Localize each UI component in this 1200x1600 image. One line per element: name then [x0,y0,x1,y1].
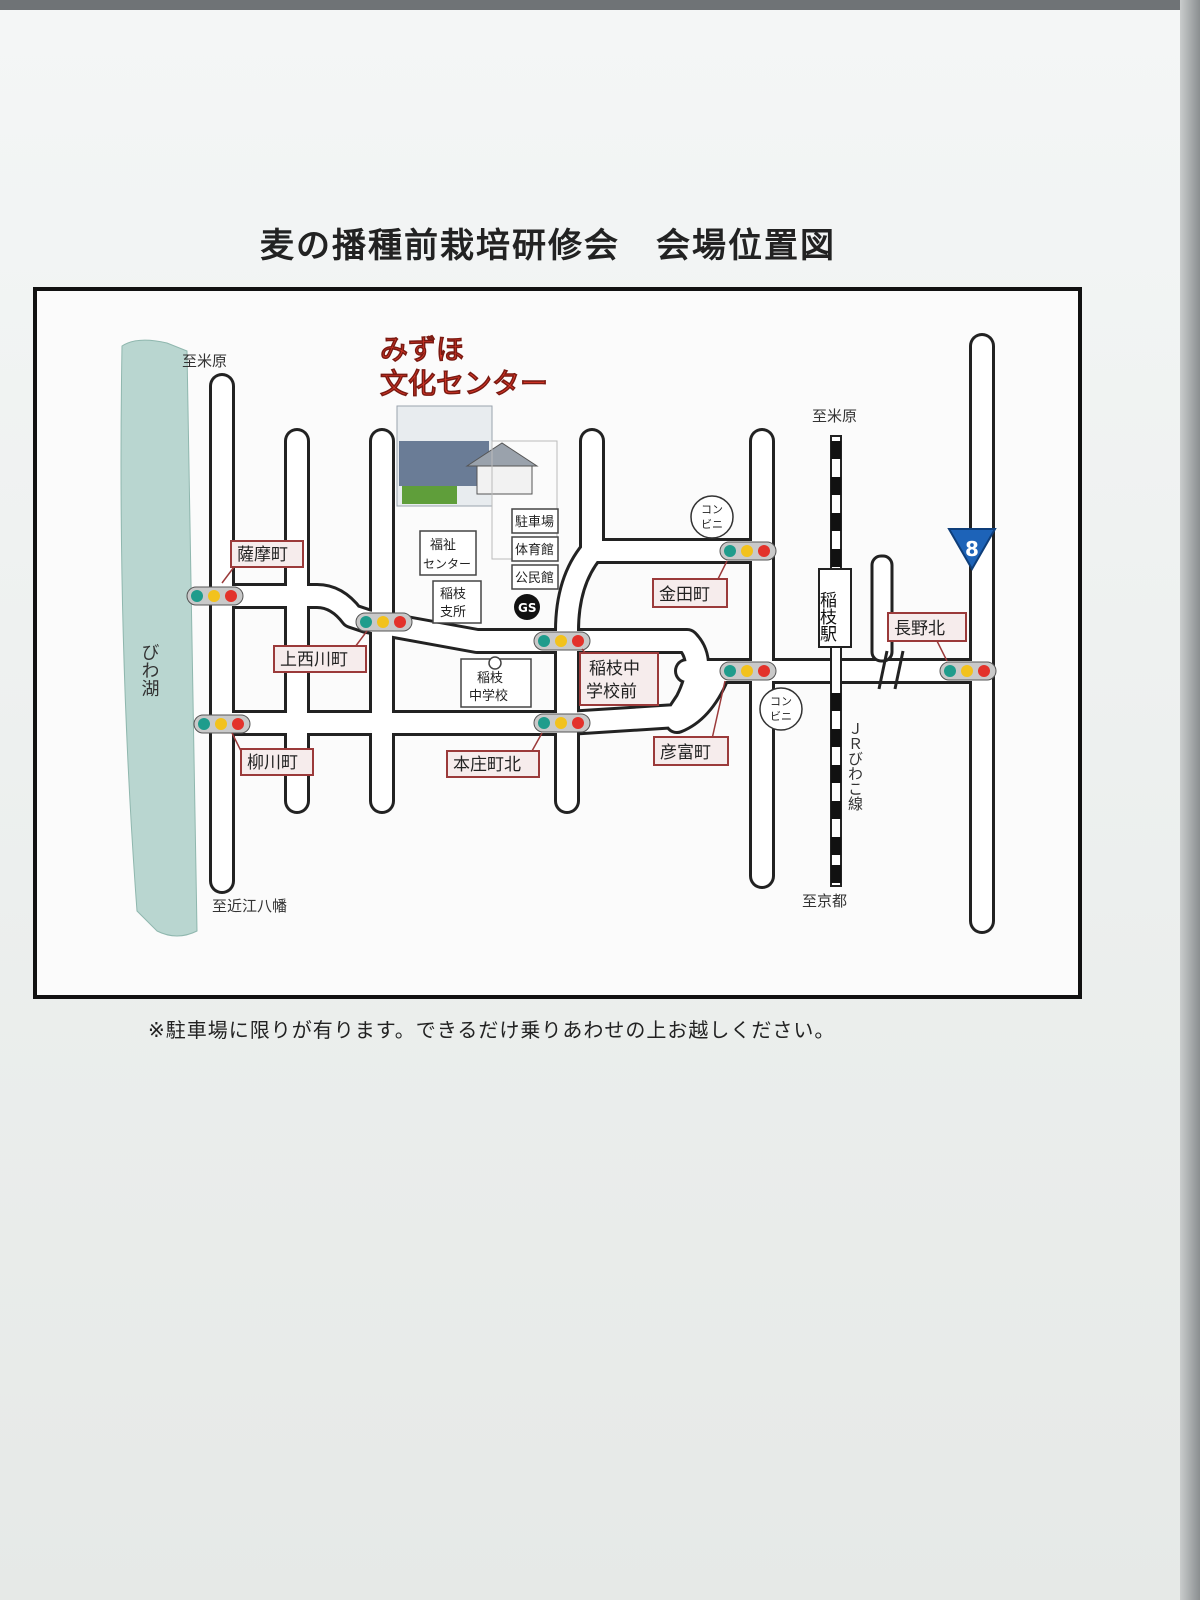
svg-text:上西川町: 上西川町 [280,650,348,670]
direction-west-north: 至米原 [182,352,227,370]
page-title: 麦の播種前栽培研修会 会場位置図 [260,226,836,266]
monitor-bezel-top [0,0,1200,10]
direction-rail-north: 至米原 [812,407,857,425]
intersection-label-yanagawa: 柳川町 [231,732,314,776]
venue-name-line1: みずほ [380,333,464,366]
svg-text:コン: コン [770,695,792,708]
station-building [818,568,852,648]
venue-name-line2: 文化センター [380,367,548,400]
svg-text:GS: GS [518,601,537,615]
intersection-label-kaminishikawa: 上西川町 [273,630,368,673]
lake-label: びわ湖 [139,643,160,697]
traffic-signal [355,612,413,632]
traffic-signal [533,713,591,733]
svg-text:駐車場: 駐車場 [515,515,554,530]
svg-text:稲枝中: 稲枝中 [589,659,640,679]
svg-text:薩摩町: 薩摩町 [237,545,288,565]
traffic-signal [719,661,777,681]
road-break-mark [877,650,889,690]
intersection-label-satsuma: 薩摩町 [221,540,304,584]
svg-text:柳川町: 柳川町 [247,753,298,773]
svg-text:彦富町: 彦富町 [660,743,711,763]
svg-text:長野北: 長野北 [894,619,945,639]
intersection-label-inae-chugakkomae: 稲枝中 学校前 [579,648,659,706]
svg-text:中学校: 中学校 [469,688,508,704]
svg-text:公民館: 公民館 [515,571,554,586]
station-label: 稲枝駅 [816,591,837,642]
intersection-label-honjo-kita: 本庄町北 [446,732,543,778]
svg-text:コン: コン [701,503,723,516]
facility-school: 稲枝 中学校 [460,656,532,708]
rail-line-label: ＪＲびわこ線 [846,721,864,811]
intersection-label-hikotomi: 彦富町 [653,680,729,766]
direction-rail-south: 至京都 [802,892,847,910]
svg-text:福祉: 福祉 [430,538,456,553]
facility-parking: 駐車場 [511,508,559,534]
map-frame: びわ湖 [33,287,1082,999]
direction-west-south: 至近江八幡 [212,897,287,915]
svg-text:稲枝: 稲枝 [477,671,503,686]
traffic-signal [939,661,997,681]
railway-line [830,435,842,887]
station-side-road [870,554,894,663]
convenience-store-south: コン ビニ [759,687,803,731]
svg-text:ビニ: ビニ [701,518,723,531]
gas-station-icon: GS [514,594,540,620]
road-break-mark [893,650,905,690]
facility-gym: 体育館 [511,536,559,562]
svg-text:稲枝: 稲枝 [440,587,466,602]
traffic-signal [193,714,251,734]
traffic-signal [533,631,591,651]
svg-text:本庄町北: 本庄町北 [453,755,521,775]
road-network [209,333,995,934]
route-shield-icon [947,528,997,572]
venue-map: びわ湖 [120,333,997,937]
facility-shisho: 稲枝 支所 [432,580,482,624]
convenience-store-north: コン ビニ [690,495,734,539]
svg-text:支所: 支所 [440,605,466,620]
svg-text:学校前: 学校前 [586,682,637,702]
traffic-signal [719,541,777,561]
monitor-bezel-right [1180,0,1200,1600]
svg-text:金田町: 金田町 [659,585,710,605]
lake-biwa [120,339,198,937]
route-number: 8 [965,537,979,561]
svg-text:センター: センター [423,557,471,571]
facility-community-hall: 公民館 [511,564,559,590]
intersection-label-kanada: 金田町 [652,560,728,608]
facility-fukushi: 福祉 センター [419,530,477,576]
svg-text:体育館: 体育館 [515,542,554,558]
venue-building-icon [396,405,558,560]
traffic-signal [186,586,244,606]
intersection-label-nagano-kita: 長野北 [887,612,967,662]
svg-text:ビニ: ビニ [770,710,792,723]
parking-note: ※駐車場に限りが有ります。できるだけ乗りあわせの上お越しください。 [148,1018,836,1042]
